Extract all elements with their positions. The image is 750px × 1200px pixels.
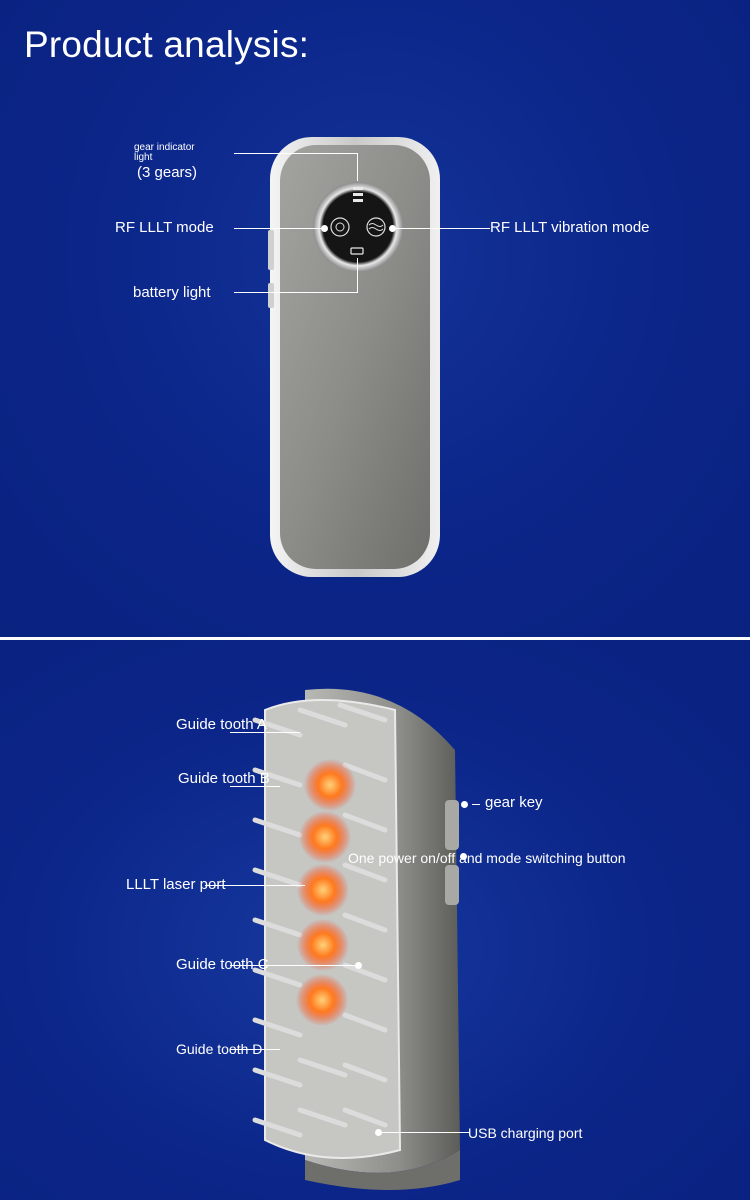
gear-indicator-light-label: gear indicator light — [134, 142, 195, 163]
side-view-panel: Guide tooth A Guide tooth B gear key One… — [0, 640, 750, 1200]
power-button-label: One power on/off and mode switching butt… — [348, 850, 626, 866]
lllt-laser-port-label: LLLT laser port — [126, 876, 226, 893]
gear-indicator-leader — [234, 153, 358, 154]
usb-charging-port-label: USB charging port — [468, 1125, 583, 1141]
rf-lllt-mode-label: RF LLLT mode — [115, 219, 214, 236]
device-front-image — [268, 137, 440, 577]
three-gears-label: (3 gears) — [137, 164, 198, 181]
guide-tooth-b-label: Guide tooth B — [178, 770, 270, 787]
battery-light-leader — [234, 292, 358, 293]
battery-light-label: battery light — [133, 284, 211, 301]
rf-lllt-vibration-leader — [392, 228, 490, 229]
guide-tooth-a-label: Guide tooth A — [176, 716, 267, 733]
rf-lllt-mode-leader — [234, 228, 324, 229]
device-side-image — [252, 688, 460, 1190]
rf-lllt-vibration-mode-label: RF LLLT vibration mode — [490, 219, 650, 236]
guide-tooth-d-label: Guide tooth D — [176, 1041, 263, 1057]
guide-tooth-c-label: Guide tooth C — [176, 956, 269, 973]
front-view-panel: Product analysis: — [0, 0, 750, 637]
page-title: Product analysis: — [24, 24, 310, 65]
section-divider — [0, 637, 750, 640]
gear-key-label: gear key — [485, 794, 543, 811]
